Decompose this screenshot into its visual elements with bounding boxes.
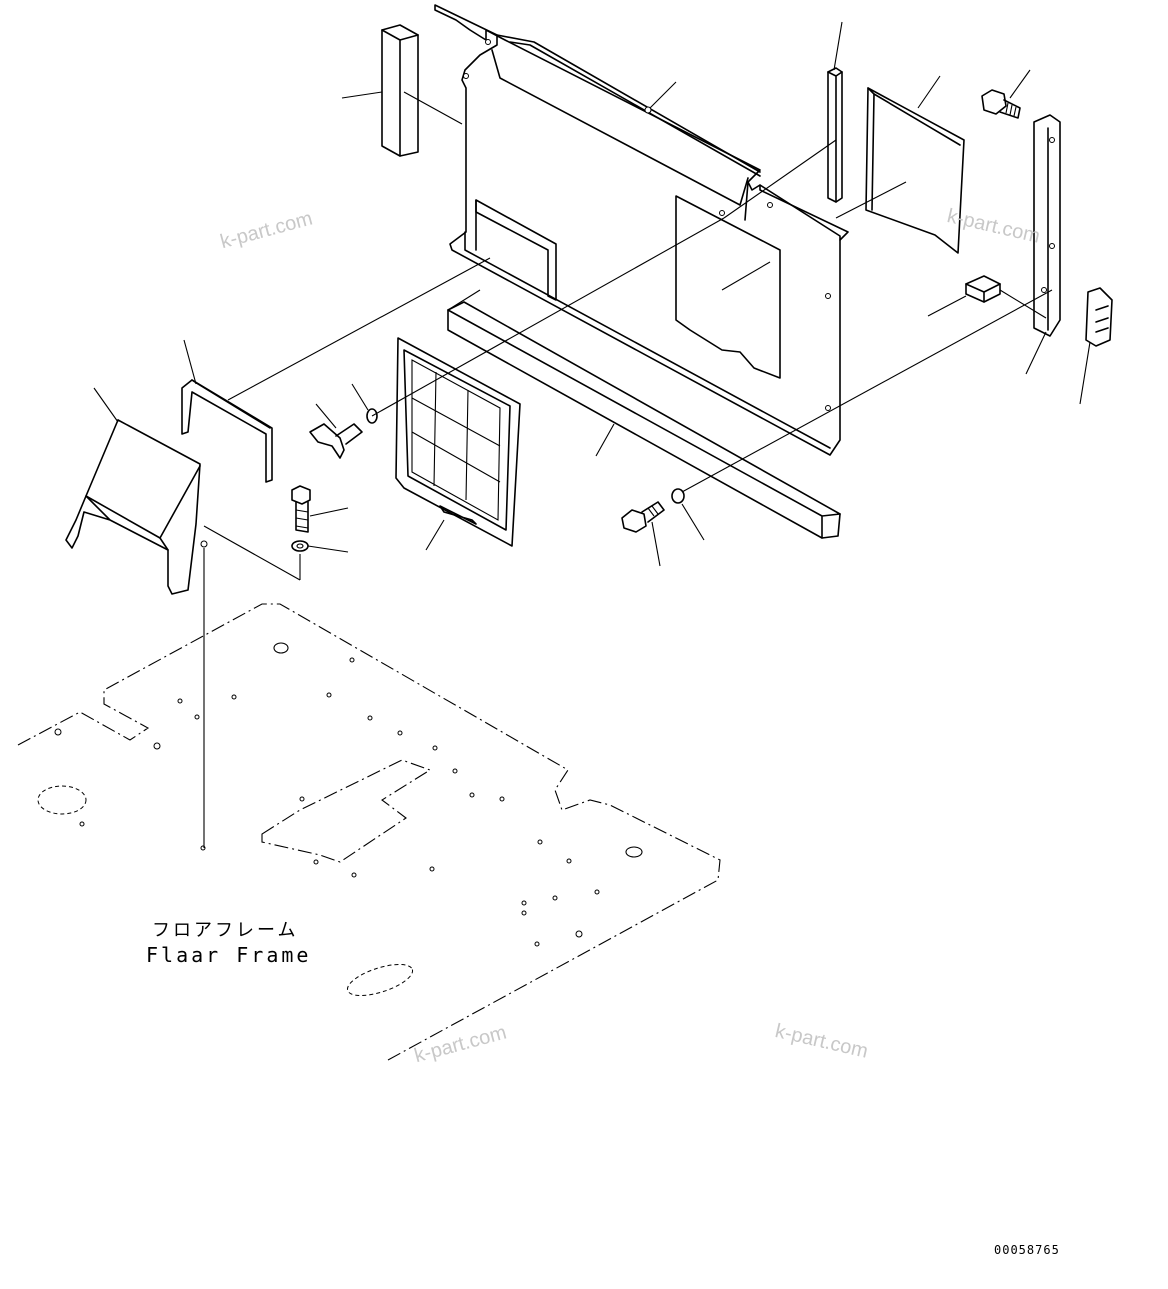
leader-lines — [93, 21, 1091, 848]
floor-frame — [17, 603, 721, 1061]
floor-frame-holes — [54, 657, 600, 947]
hex-bolt-left — [291, 485, 311, 533]
u-handle — [181, 379, 273, 483]
rubber-pad — [965, 275, 1001, 303]
cover-plate — [865, 87, 965, 254]
floor-frame-label-jp: フロアフレーム — [152, 920, 299, 941]
side-bracket — [1033, 114, 1061, 337]
rear-panel — [434, 4, 849, 456]
washer-left — [291, 540, 309, 552]
filter-grille — [395, 337, 521, 547]
washer-top — [366, 408, 378, 424]
hex-bolt-bottom — [621, 501, 665, 533]
flange-bolt-top — [981, 89, 1021, 119]
floor-frame-label-en: Flaar Frame — [146, 943, 312, 967]
small-clip — [1085, 287, 1113, 347]
seal-strip-vertical — [827, 67, 843, 203]
wing-bolt — [309, 423, 363, 459]
foam-block-tall — [381, 24, 419, 157]
foam-bar-long — [447, 301, 841, 539]
washer-bottom — [671, 488, 685, 504]
document-number: 00058765 — [994, 1243, 1060, 1257]
hood-cover — [65, 419, 208, 595]
